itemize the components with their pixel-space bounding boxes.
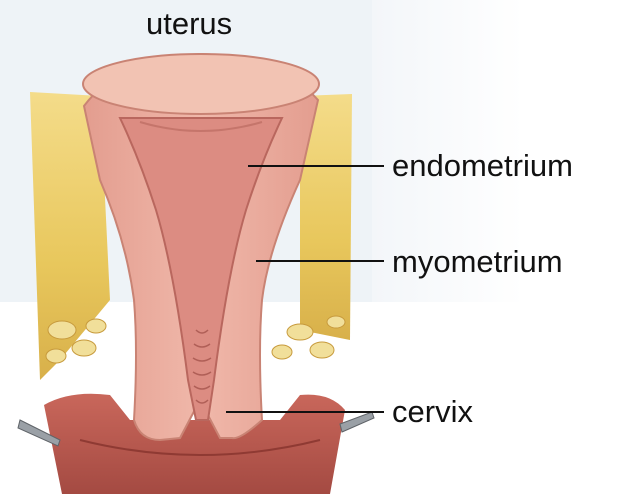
diagram-title: uterus — [146, 8, 232, 39]
label-endometrium: endometrium — [392, 150, 573, 181]
label-myometrium: myometrium — [392, 246, 563, 277]
right-forceps — [340, 412, 374, 432]
fundus-surface — [83, 54, 319, 114]
label-cervix: cervix — [392, 396, 473, 427]
